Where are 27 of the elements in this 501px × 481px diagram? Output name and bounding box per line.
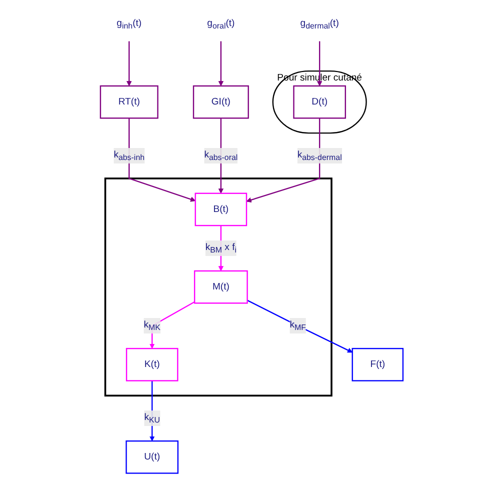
node-box: M(t) (194, 270, 248, 304)
arrow (126, 41, 132, 86)
edge-label: k$_{KU}$ (144, 412, 160, 424)
arrow (218, 41, 224, 86)
edge-label: k$_{abs-inh}$ (113, 150, 144, 162)
arrow (128, 118, 196, 202)
node-box: D(t) (292, 85, 346, 119)
node-text: g$_{inh}$(t) (116, 18, 142, 31)
node-text: g$_{dermal}$(t) (300, 18, 339, 31)
node-box: K(t) (126, 348, 178, 382)
node-box: GI(t) (192, 85, 249, 119)
node-text: g$_{oral}$(t) (206, 18, 234, 31)
edge-label: k$_{BM}$ x f$_{i}$ (204, 242, 236, 254)
edge-label: k$_{MF}$ (289, 320, 306, 332)
node-box: B(t) (194, 192, 247, 226)
node-box: F(t) (351, 348, 404, 382)
node-box: U(t) (125, 440, 178, 474)
edge-label: k$_{abs-oral}$ (204, 150, 238, 162)
arrow (316, 41, 322, 86)
cluster (104, 178, 332, 397)
node-box: RT(t) (100, 85, 158, 119)
arrow (246, 118, 320, 202)
edge-label: k$_{MK}$ (143, 320, 160, 332)
arrow (149, 380, 154, 442)
edge-label: k$_{abs-dermal}$ (296, 150, 342, 162)
arrow (149, 301, 194, 349)
arrow (246, 300, 352, 353)
